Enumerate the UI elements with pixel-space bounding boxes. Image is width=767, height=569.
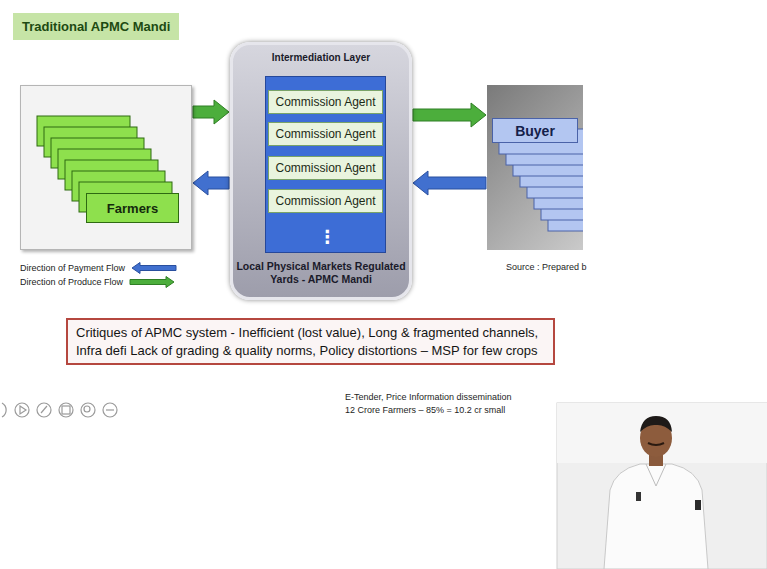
- farmer-card: Farmers: [86, 193, 179, 223]
- market-caption: Local Physical Markets Regulated Yards -…: [236, 260, 406, 287]
- commission-agent-box: Commission Agent: [268, 156, 383, 180]
- agent-panel: Commission AgentCommission AgentCommissi…: [265, 76, 386, 253]
- presenter-hair: [640, 416, 672, 432]
- flow-arrow: [413, 171, 486, 195]
- toolbar-icon: [41, 406, 47, 413]
- buyer-card: Buyer: [492, 118, 578, 143]
- video-frame: [557, 403, 767, 569]
- agent-label: Commission Agent: [275, 161, 375, 175]
- critique-box: Critiques of APMC system - Inefficient (…: [66, 318, 555, 365]
- toolbar-icon: [20, 406, 26, 414]
- agent-label: Commission Agent: [275, 127, 375, 141]
- legend-arrow: [129, 276, 175, 288]
- toolbar-icon: [81, 403, 95, 417]
- continuation-dots: ⋮: [266, 228, 389, 246]
- side-note: 12 Crore Farmers – 85% = 10.2 cr small: [345, 405, 505, 415]
- toolbar-icon: [59, 403, 73, 417]
- flow-arrow: [193, 100, 229, 124]
- card-stack: [21, 86, 193, 251]
- slide-title: Traditional APMC Mandi: [13, 13, 179, 40]
- presenter-moustache: [648, 443, 664, 445]
- source-note: Source : Prepared b: [506, 262, 587, 272]
- toolbar-icon: [15, 403, 29, 417]
- legend-row: Direction of Produce Flow: [20, 276, 175, 288]
- legend-text: Direction of Payment Flow: [20, 263, 125, 273]
- toolbar-icon: [84, 406, 90, 412]
- commission-agent-box: Commission Agent: [268, 122, 383, 146]
- presenter-pen: [695, 500, 701, 510]
- presenter-video: [557, 403, 767, 569]
- legend-row: Direction of Payment Flow: [20, 262, 177, 274]
- farmer-panel: Farmers: [20, 85, 192, 250]
- layer-heading: Intermediation Layer: [233, 52, 409, 63]
- toolbar-icon: [37, 403, 51, 417]
- legend-arrow: [131, 262, 177, 274]
- flow-arrow: [193, 171, 229, 195]
- flow-arrow: [413, 103, 486, 127]
- commission-agent-box: Commission Agent: [268, 189, 383, 213]
- legend-arrow-shape: [132, 263, 176, 274]
- toolbar-icon: [62, 406, 70, 414]
- toolbar-icon: [106, 409, 114, 410]
- agent-label: Commission Agent: [275, 95, 375, 109]
- presenter-microphone: [636, 492, 641, 501]
- toolbar-icon: [2, 403, 6, 417]
- commission-agent-box: Commission Agent: [268, 90, 383, 114]
- video-wall: [557, 403, 767, 463]
- buyer-panel: Buyer: [487, 85, 583, 250]
- legend-text: Direction of Produce Flow: [20, 277, 123, 287]
- toolbar-icon: [103, 403, 117, 417]
- side-note: E-Tender, Price Information disseminatio…: [345, 392, 512, 402]
- presenter-collar: [646, 464, 666, 486]
- intermediation-layer: Commission AgentCommission AgentCommissi…: [230, 42, 412, 300]
- agent-label: Commission Agent: [275, 194, 375, 208]
- player-toolbar: [2, 403, 117, 417]
- critique-text: Critiques of APMC system - Inefficient (…: [76, 324, 545, 359]
- card-stack: [487, 85, 583, 250]
- legend-arrow-shape: [130, 277, 174, 288]
- presenter-shirt: [604, 464, 708, 569]
